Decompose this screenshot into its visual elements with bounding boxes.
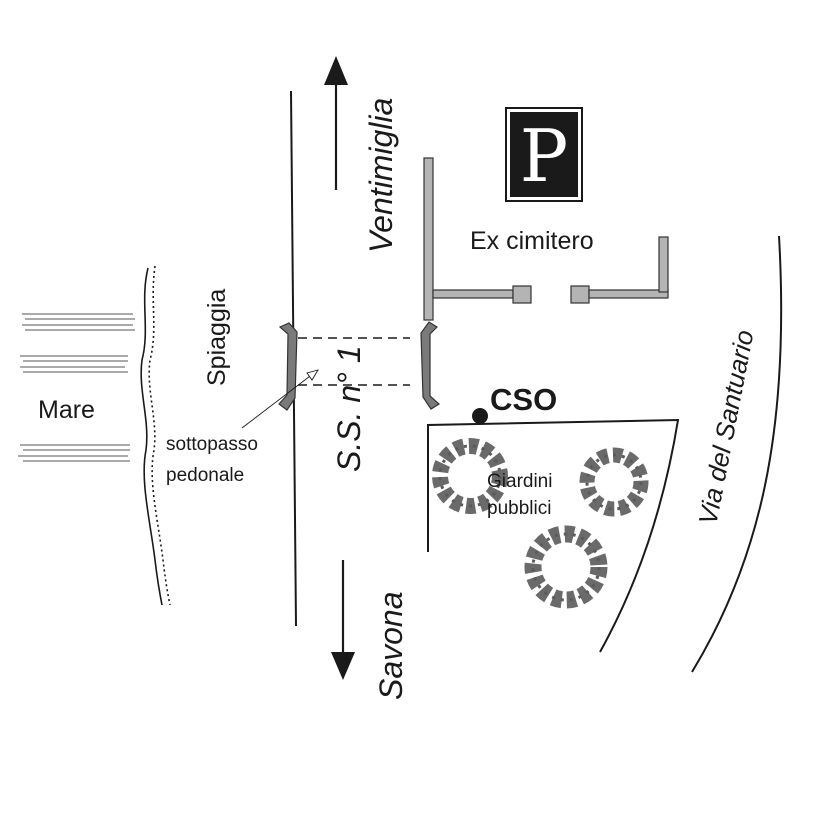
beach-label: Spiaggia [203, 289, 231, 386]
arrow-down-icon [331, 560, 355, 680]
underpass-entrance-east [420, 321, 440, 410]
arrow-up-icon [324, 56, 348, 190]
via-del-santuario-road [691, 235, 783, 673]
parking-icon: P [505, 107, 583, 202]
sea-label: Mare [38, 396, 95, 424]
underpass-label-line2: pedonale [166, 465, 244, 486]
south-direction-label: Savona [373, 591, 409, 700]
gardens-label-line2: pubblici [487, 498, 551, 519]
gardens-boundary [427, 418, 680, 653]
road-label: S.S. n° 1 [331, 345, 367, 472]
sea-waves [18, 313, 135, 462]
tree-icon [579, 447, 649, 517]
tree-icon [524, 525, 608, 609]
coastline [140, 267, 163, 606]
underpass-entrance-west [278, 322, 298, 411]
underpass-pointer [241, 369, 319, 429]
location-dot-icon [472, 408, 488, 424]
cso-label: CSO [490, 382, 557, 417]
former-cemetery-label: Ex cimitero [470, 227, 594, 255]
underpass-label-line1: sottopasso [166, 434, 258, 455]
underpass-pointer-head [306, 369, 319, 381]
parking-letter: P [520, 114, 568, 198]
tree-icon [432, 438, 508, 514]
coastline-dotted [148, 265, 171, 606]
cemetery-walls [423, 157, 669, 321]
north-direction-label: Ventimiglia [363, 98, 399, 253]
gardens-label-line1: Giardini [487, 471, 552, 492]
street-label: Via del Santuario [692, 327, 759, 527]
